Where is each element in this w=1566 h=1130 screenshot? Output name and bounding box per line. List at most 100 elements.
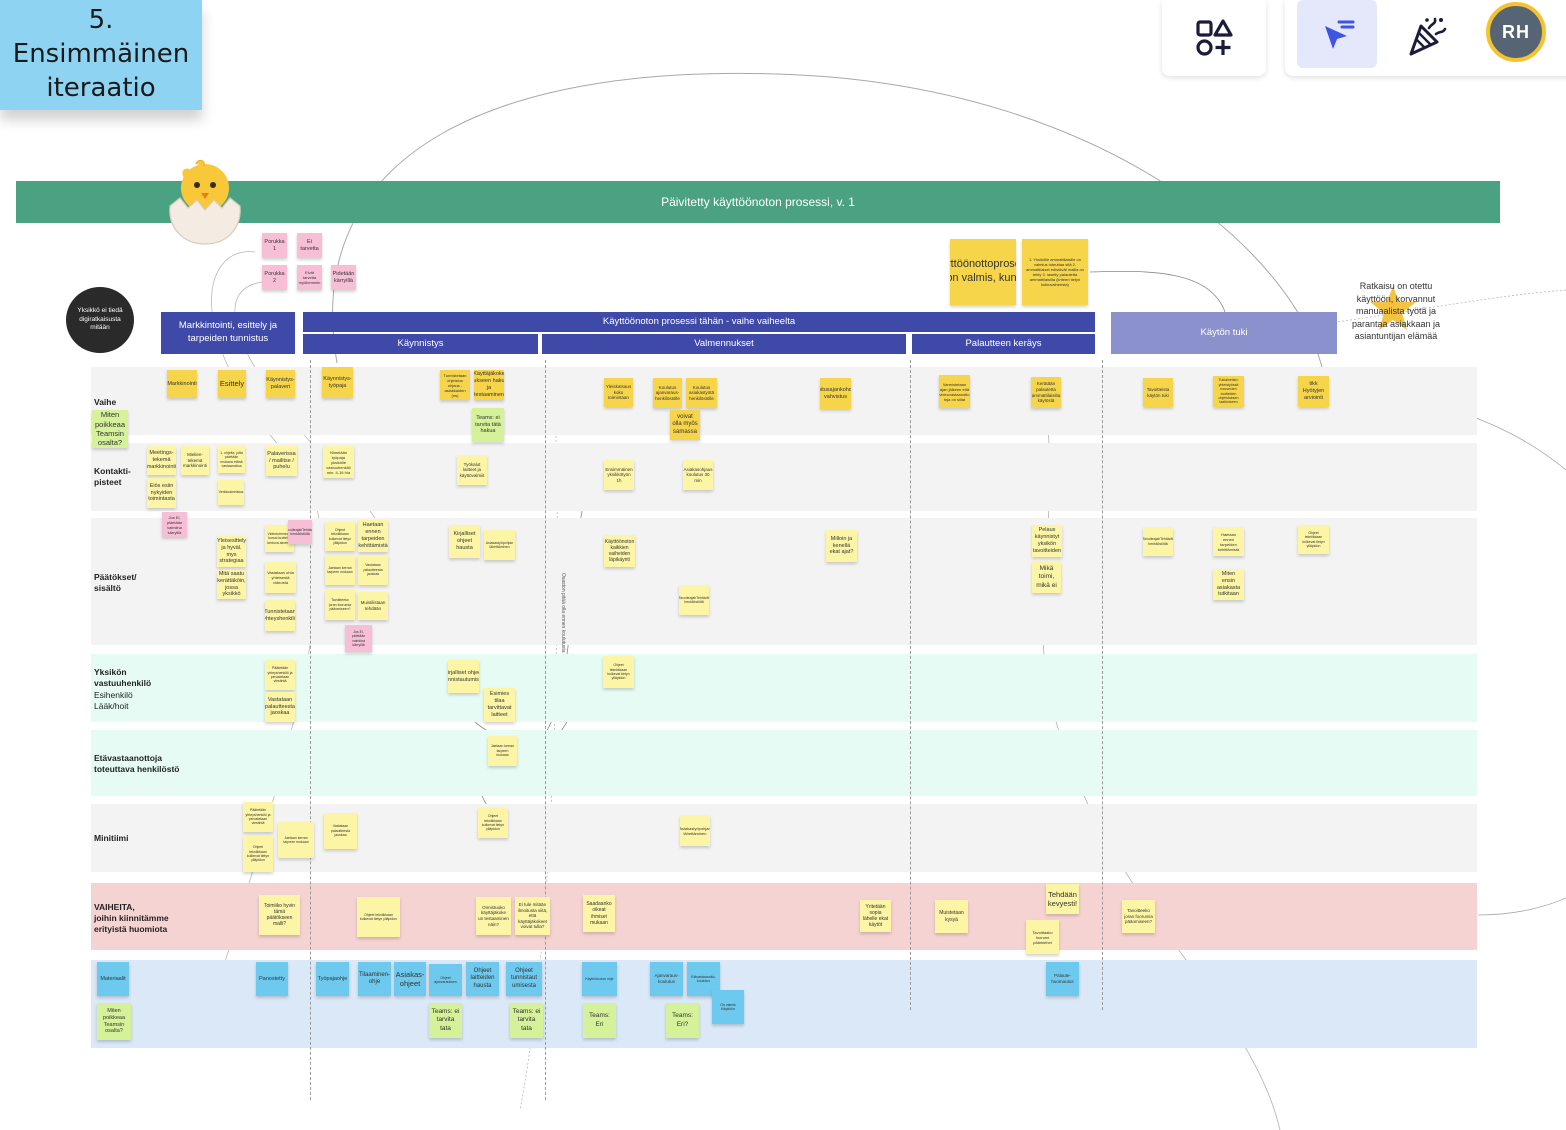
note-ei-tule-mitaan[interactable]: Ei tule mitään ilmoitusta siitä, että kä…	[515, 897, 550, 935]
header-prosessi[interactable]: Käyttöönoton prosessi tähän - vaihe vaih…	[303, 312, 1095, 332]
note-tyokalut[interactable]: Työkalut laitteet ja käyttövalmiit	[457, 455, 487, 485]
note-minitiimi-4[interactable]: Vastataan palautteesta jaoskaa	[324, 813, 357, 849]
note-paatos-4[interactable]: Vastataan palautteesta jaoskaa	[358, 555, 388, 585]
note-tavoiteajat[interactable]: Tavoiteajat/Tehtävät henkilöstöltä	[1143, 527, 1173, 556]
note-minitiimi-1[interactable]: Päätetään yhteyshenkilö ja perustetaan v…	[243, 802, 273, 832]
note-kayttoonotto-valmis[interactable]: Käyttöönottoprosessi on valmis, kun:	[950, 239, 1016, 305]
note-tavoitteista[interactable]: Tavoitteista käytön tuki	[1143, 378, 1173, 407]
note-kayttoonoton-ohje[interactable]: Käyttöönoton ohje	[582, 962, 617, 996]
note-minitiimi-2[interactable]: Ohjeet tekniikkaan kulkevat tietyn ylläp…	[243, 836, 273, 872]
note-palaute-huom[interactable]: Palaute-huomautus	[1046, 962, 1079, 996]
note-etavastaanotto[interactable]: Jaetaan kerran tarpeen mukaan	[488, 736, 517, 766]
note-mita-saatu[interactable]: Mitä saatu kerättäköin, jossa yksikkö	[217, 570, 246, 599]
note-tehdaan-kevyesti[interactable]: Tehdään kevyesti!	[1046, 884, 1079, 914]
note-yleiskatsaus[interactable]: Yleiskatsaus koko toimintaan	[604, 378, 633, 407]
note-eios-esiin[interactable]: Eiös esiin nykyiden toimintasta	[147, 478, 176, 508]
note-miten-poikkeaa-1[interactable]: Miten poikkeaa Teamsin osalta?	[92, 410, 128, 448]
note-materiaalit[interactable]: Materiaalit	[97, 962, 129, 996]
note-paatos-2[interactable]: Haetaan ennen tarpeiden kehittämistä	[358, 520, 388, 552]
note-vaiheita-2[interactable]: Ohjeet tekniikkaan kulkevat tietyn ylläp…	[357, 897, 400, 937]
avatar[interactable]: RH	[1486, 2, 1546, 62]
note-esimies[interactable]: Esimies tilaa tarvittavat laitteet	[484, 688, 515, 722]
note-palaverissa[interactable]: Palaverissa / mailitse / puhelu	[266, 446, 297, 476]
note-miten-poikkeaa-2[interactable]: Miten poikkeaa Teamsin osalta?	[97, 1003, 131, 1040]
note-tyopajaohje[interactable]: Työpajaohje	[316, 962, 349, 996]
note-tavoitteeko[interactable]: Tavoitteeko joran foorumia pääomiseen?	[1122, 900, 1155, 933]
note-markkinointi[interactable]: Markkinointi	[167, 370, 197, 398]
note-teams-ei-tata-1[interactable]: Teams: ei tarvita tata	[429, 1003, 462, 1038]
note-on-valmis[interactable]: On valmis Käyttöön	[712, 990, 744, 1024]
note-tunnistetaan[interactable]: Tunnistetaan ohjeistus ohjaus - asiakkai…	[440, 370, 470, 400]
note-kaynnistyspalaveri[interactable]: Käynnistys-palaveri	[266, 370, 295, 398]
header-markkinointi[interactable]: Markkintointi, esittely ja tarpeiden tun…	[161, 312, 295, 354]
shapes-plus-icon[interactable]	[1174, 4, 1254, 72]
note-toimiiko[interactable]: Toimiiko hyvin tämä päätökseen malli?	[259, 895, 300, 935]
note-minitiimi-3[interactable]: Jaetaan kerran tarpeen mukaan	[278, 822, 314, 858]
note-asiakastyo[interactable]: Asiakastyöpohjan lähettäminen	[680, 815, 710, 846]
note-pidetaan[interactable]: Pidetään kärryillä	[331, 265, 356, 290]
note-esittely[interactable]: Esittely	[218, 370, 246, 398]
note-kayton-tuki-2[interactable]: Ohjeet tekniikkaan kulkevat tietyn ylläp…	[1298, 525, 1329, 554]
note-teams-eri-1[interactable]: Teams: Eri	[583, 1003, 616, 1038]
note-ohjeistus[interactable]: Asiakastyöpohjan lähettäminen	[484, 530, 515, 560]
note-tunnistetaan-yht[interactable]: Tunnistetaan yhteyshenkilö	[265, 600, 295, 631]
process-banner[interactable]: Päivitetty käyttöönoton prosessi, v. 1	[16, 181, 1500, 223]
note-paatos-1[interactable]: Ohjeet tekniikkaan kulkevat tietyn ylläp…	[325, 522, 355, 551]
note-nimetaan[interactable]: Nimetään työpaja yksikölle vastuuhenkilö…	[323, 446, 354, 478]
note-tilaaminen[interactable]: Tilaaminen-ohje	[358, 962, 391, 996]
note-ei-tarvetta[interactable]: Ei tarvetta	[297, 233, 322, 258]
note-saadaanko[interactable]: Saadaanko oikeat ihmiset mukaan	[583, 895, 615, 932]
note-kayttoonoton-kaikkien[interactable]: Käyttöönoton kaikkien vaiheiden läpikäyn…	[604, 535, 635, 567]
note-tukiaineisto[interactable]: Tukiaineisto: yhteistyössä nousevien tuo…	[1213, 376, 1244, 407]
note-koulutus-ajanvaraus[interactable]: Koulutus ajanvaraus-henkilöstölle	[653, 378, 682, 408]
note-haetaan[interactable]: Haetaan ennen tarpeiden kehittämistä	[1213, 527, 1244, 556]
note-mielien[interactable]: Mielien-tekemä markkinointi	[181, 446, 209, 475]
note-teams-ei-tata-2[interactable]: Teams: ei tarvita tata	[510, 1003, 543, 1038]
note-laskettu[interactable]: 1. ohjeita, jotta pidetään mukana etänä …	[218, 446, 245, 473]
note-eivat-tarvetta[interactable]: Eivät tarvetta myöhemmin	[297, 265, 322, 290]
round-note[interactable]: Yksikkö ei tiedä digiratkaisusta mitään	[66, 287, 134, 353]
note-kerataan-palaute[interactable]: Kerätään palautetta ammattilaisilta käyt…	[1031, 377, 1061, 408]
note-porukka-2[interactable]: Porukka 2	[262, 265, 287, 290]
note-paatos-6[interactable]: Muistilistaan tehdään	[358, 592, 388, 620]
note-teams-eri-2[interactable]: Teams: Eri?	[666, 1003, 699, 1038]
note-asiakasohjaus[interactable]: Asiakasohjaus koulutus 30 min	[683, 460, 713, 490]
note-paatos-5[interactable]: Tavoitteeko joran foorumia pääomiseen?	[325, 590, 355, 620]
cursor-select-icon[interactable]	[1297, 0, 1377, 68]
party-popper-icon[interactable]	[1387, 2, 1467, 70]
frame-title[interactable]: 5. Ensimmäinen iteraatio	[0, 0, 202, 110]
note-pelaus[interactable]: Pelaus käynnistyt yksikön tavoitteiden	[1032, 525, 1062, 557]
note-mika-toimi[interactable]: Mikä toimi, mikä ei	[1032, 562, 1061, 593]
note-meetings[interactable]: Meetings-tekemä markkinointi	[147, 446, 176, 475]
note-panostetty[interactable]: Panostetty	[256, 962, 288, 996]
note-onnistuuko[interactable]: Onnistuuko käyttäjäkoke un testaaminen n…	[476, 897, 511, 935]
note-milloin[interactable]: Milloin ja kenellä ekat ajat?	[826, 530, 857, 562]
note-ehdotus[interactable]: Vastataan ohta yhteisestä videosta	[265, 562, 296, 593]
note-koulutus-ammattilaiset[interactable]: Koulutus asiakastyötä henkilöstölle	[686, 378, 717, 408]
note-yritetaan[interactable]: Yritetään sopia lähelle ekat käytöt	[860, 900, 891, 932]
note-minitiimi-5[interactable]: Ohjeet tekniikkaan kulkevat tietyn ylläp…	[478, 808, 508, 838]
note-ohjeet-tunnistautumisesta[interactable]: Ohjeet tunnistaut umisesta	[506, 962, 542, 996]
note-aloitusaja[interactable]: Aloitusajankohdan vahvistus	[820, 378, 851, 409]
note-muistetaan[interactable]: Muistetaan kysyä	[935, 900, 968, 933]
note-ensimmainen[interactable]: Ensimmäinen yksikkötyön 1h	[604, 460, 634, 490]
note-tavoitteet[interactable]: Tavoiteajat/Tehtävät henkilöstöltä	[679, 585, 709, 615]
note-asiakasohjeet[interactable]: Asiakas-ohjeet	[394, 962, 426, 996]
header-kaynnistys[interactable]: Käynnistys	[303, 334, 538, 354]
note-paatos-3[interactable]: Jaetaan kerran tarpeen mukaan	[325, 555, 355, 585]
note-varmistetaan[interactable]: Varmistetaan ajan jälkeen että videovast…	[939, 375, 970, 408]
note-ajanvaraus-koulutus[interactable]: Ajanvaraus-koulutus	[650, 962, 683, 996]
note-kayttajakoe[interactable]: Käyttäjäkoke ukseen haku ja testaaminen	[474, 370, 504, 400]
note-pink-small[interactable]: Tavoiteajat/Tehtävät henkilöstöltä	[288, 520, 312, 544]
note-vastuuhenkilo-valm[interactable]: Ohjeet tekniikkaan kulkevat tietyn ylläp…	[603, 656, 634, 688]
note-ohjeet-laitteiden[interactable]: Ohjeet laitteiden hausta	[466, 962, 499, 996]
note-paatetaan[interactable]: Päätetään yhteyshenkilö ja perustetaan v…	[265, 660, 295, 690]
header-palaute[interactable]: Palautteen keräys	[912, 334, 1095, 354]
note-kirjalliset-ohjeet-haku[interactable]: Kirjalliset ohjeet hausta	[449, 525, 480, 558]
header-valmennukset[interactable]: Valmennukset	[542, 334, 906, 354]
note-kirjalliset-tunnistautu[interactable]: Kirjalliset ohjeet tunnistautumista	[448, 660, 479, 693]
note-pink-paatos[interactable]: Jos Ei, pidetään valmiina kärryillä	[345, 625, 372, 652]
note-vastuuhenkilo-2[interactable]: Vastataan palautteesta jaoskaa	[265, 692, 295, 722]
header-kayton-tuki[interactable]: Käytön tuki	[1111, 312, 1337, 354]
note-teams-ei-haku[interactable]: Teams: ei tarvita tätä hakua	[472, 408, 504, 442]
